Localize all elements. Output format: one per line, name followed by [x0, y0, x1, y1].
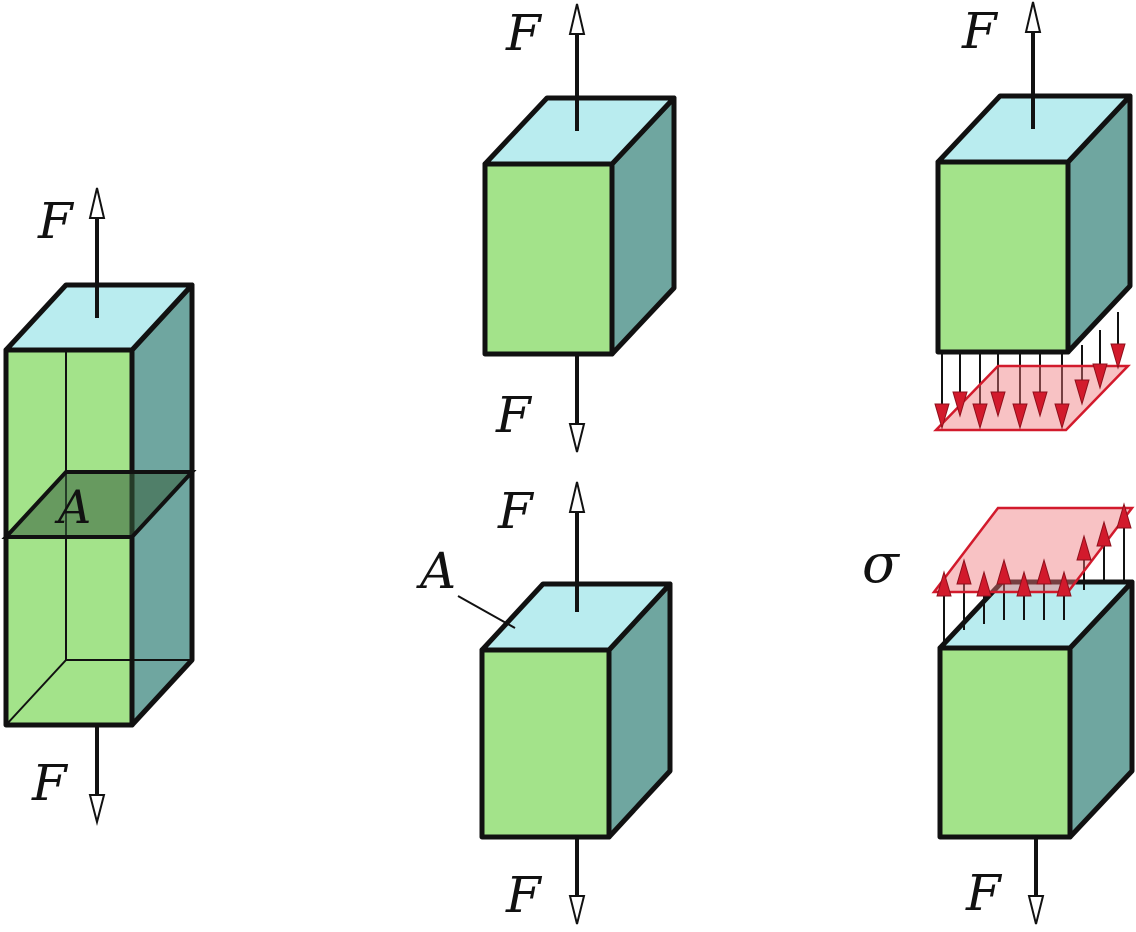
stress-arrows-down: [934, 343, 1126, 430]
middle-bottom-block: [479, 581, 673, 840]
force-label-left-top: F: [37, 192, 75, 250]
stress-arrows-up: [936, 502, 1132, 597]
arrow-head-icon: [88, 187, 106, 219]
force-label-middle-bottom-down: F: [505, 866, 543, 924]
block-front-face: [482, 161, 615, 357]
area-label-middle: A: [416, 542, 456, 600]
right-top-block: [935, 93, 1133, 355]
force-label-middle-top-up: F: [505, 4, 543, 62]
area-leader: A: [416, 542, 516, 629]
force-label-right-top-up: F: [961, 2, 999, 60]
block-front-face: [935, 159, 1071, 355]
force-arrow-middle-top-down: F: [495, 354, 586, 453]
middle-top-block: [482, 95, 677, 357]
stress-label: σ: [862, 532, 901, 595]
block-top-face: [479, 581, 673, 653]
block-top-face: [937, 579, 1135, 651]
force-arrow-middle-bottom-up: F: [497, 481, 586, 612]
area-label-left: A: [54, 480, 91, 534]
right-bottom-block: [937, 579, 1135, 840]
force-label-left-bottom: F: [31, 754, 69, 812]
arrow-head-icon: [88, 794, 106, 826]
force-arrow-middle-top-up: F: [505, 3, 586, 131]
block-front-face: [479, 647, 612, 840]
block-front-face: [937, 645, 1073, 840]
section-edge: [131, 471, 193, 538]
arrow-head-icon: [1027, 895, 1045, 925]
force-arrow-right-top-up: F: [961, 1, 1042, 129]
full-bar: A: [1, 282, 197, 728]
right-bottom-stress: σ: [862, 502, 1135, 840]
force-label-right-bottom-down: F: [965, 864, 1003, 922]
arrow-head-icon: [568, 423, 586, 453]
arrow-head-icon: [568, 481, 586, 513]
force-arrow-middle-bottom-down: F: [505, 837, 586, 925]
force-label-middle-bottom-up: F: [497, 482, 535, 540]
hidden-edge-diagonal: [5, 659, 67, 726]
arrow-head-icon: [568, 895, 586, 925]
force-label-middle-top-down: F: [495, 386, 533, 444]
arrow-head-icon: [568, 3, 586, 35]
force-arrow-left-bottom: F: [31, 725, 106, 826]
block-top-face: [482, 95, 677, 167]
force-arrow-left-top: F: [37, 187, 106, 318]
force-arrow-right-bottom-down: F: [965, 837, 1045, 925]
arrow-head-icon: [1024, 1, 1042, 33]
right-top-stress: [933, 93, 1133, 432]
